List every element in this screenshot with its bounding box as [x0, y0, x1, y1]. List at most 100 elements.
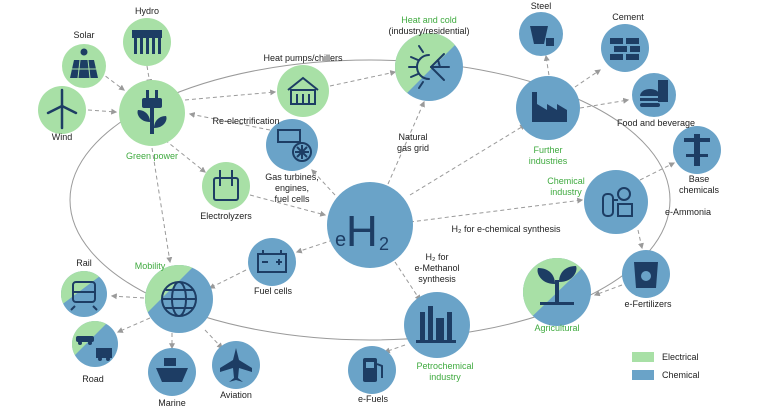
- heat-pump-node: [277, 65, 329, 117]
- legend-item-electrical: Electrical: [632, 348, 752, 366]
- label-agricultural: Agricultural: [534, 323, 579, 333]
- arrow-green-electrolyzer: [164, 139, 206, 173]
- arrow-eh2-gasturbine: [311, 169, 336, 196]
- electrolyzer-icon: [213, 170, 239, 201]
- label-efuels: e-Fuels: [358, 394, 389, 404]
- label-green-power: Green power: [126, 151, 178, 161]
- electrolyzers-node: [202, 162, 250, 210]
- road-node: [72, 321, 118, 367]
- hydro-node: [123, 18, 171, 66]
- arrow-further-steel: [543, 54, 551, 83]
- gas-turbines-node: [266, 119, 318, 171]
- label-natural-gas-2: gas grid: [397, 143, 429, 153]
- label-mobility: Mobility: [135, 261, 166, 271]
- bricks-icon: [610, 38, 640, 60]
- turbine-icon: [277, 129, 312, 162]
- efuels-node: [348, 346, 396, 394]
- label-electrolyzers: Electrolyzers: [200, 211, 252, 221]
- car-truck-icon: [76, 336, 112, 361]
- label-steel: Steel: [531, 1, 552, 11]
- food-node: [632, 73, 676, 117]
- legend: Electrical Chemical: [632, 348, 752, 388]
- eh2-e: e: [335, 229, 346, 251]
- arrow-solar-green: [99, 71, 125, 91]
- label-h2-meth-2: e-Methanol: [414, 263, 459, 273]
- legend-item-chemical: Chemical: [632, 366, 752, 384]
- burger-drink-icon: [640, 80, 668, 107]
- arrow-eh2-fuelcells: [295, 239, 334, 254]
- factory-icon: [532, 92, 567, 122]
- heat-cold-node: [395, 33, 463, 101]
- legend-swatch-chemical: [632, 370, 654, 380]
- fuel-cells-node: [248, 238, 296, 286]
- label-gas-turbines-1: Gas turbines,: [265, 172, 319, 182]
- battery-icon: [257, 250, 287, 273]
- arrow-further-food: [579, 97, 630, 109]
- chemical-plant-icon: [602, 187, 633, 217]
- arrow-electrolyzer-eh2: [249, 194, 327, 217]
- hydro-dam-icon: [132, 30, 162, 54]
- label-hydro: Hydro: [135, 6, 159, 16]
- arrow-chem-base: [639, 162, 676, 181]
- refinery-icon: [416, 306, 456, 343]
- label-rail: Rail: [76, 258, 92, 268]
- arrow-eh2-chemical: [409, 197, 584, 223]
- plug-leaf-icon: [137, 90, 167, 134]
- arrow-wind-green: [87, 108, 118, 115]
- value-chain-ellipse: [69, 59, 671, 341]
- steel-node: [519, 12, 563, 56]
- arrow-chem-fert: [637, 229, 644, 250]
- label-re-electrification: Re-electrification: [212, 116, 279, 126]
- label-cement: Cement: [612, 12, 644, 22]
- label-h2-meth-3: synthesis: [418, 274, 456, 284]
- legend-label-chemical: Chemical: [662, 370, 700, 380]
- label-heat-cold-2: (industry/residential): [388, 26, 469, 36]
- tower-icon: [684, 134, 710, 166]
- eh2-hub-node: e H 2: [327, 182, 413, 268]
- globe-icon: [161, 281, 197, 317]
- label-chem-ind-2: industry: [550, 187, 582, 197]
- arrow-further-cement: [574, 69, 601, 88]
- label-base-2: chemicals: [679, 185, 720, 195]
- eh2-subscript: 2: [379, 234, 389, 254]
- plant-sprout-icon: [537, 266, 577, 305]
- solar-panel-icon: [70, 48, 98, 79]
- label-marine: Marine: [158, 398, 186, 408]
- cement-node: [601, 24, 649, 72]
- sun-snowflake-icon: [408, 45, 450, 89]
- solar-node: [62, 44, 106, 88]
- label-aviation: Aviation: [220, 390, 252, 400]
- label-further-2: industries: [529, 156, 568, 166]
- label-natural-gas-1: Natural: [398, 132, 427, 142]
- label-e-ammonia: e-Ammonia: [665, 207, 711, 217]
- ship-icon: [156, 358, 188, 382]
- arrow-mobility-road: [116, 317, 151, 333]
- label-petro-1: Petrochemical: [416, 361, 473, 371]
- wind-turbine-icon: [46, 88, 78, 130]
- label-petro-2: industry: [429, 372, 461, 382]
- agricultural-node: [523, 258, 591, 326]
- fuel-pump-icon: [363, 358, 383, 382]
- base-chemicals-node: [673, 126, 721, 174]
- arrow-green-mobility: [151, 147, 173, 264]
- green-power-node: [119, 80, 185, 146]
- label-gas-turbines-3: fuel cells: [274, 194, 310, 204]
- label-road: Road: [82, 374, 104, 384]
- ladle-icon: [530, 26, 554, 46]
- train-icon: [70, 281, 98, 311]
- efertilizers-node: [622, 250, 670, 298]
- flow-arrows: [87, 54, 676, 354]
- label-heat-cold-1: Heat and cold: [401, 15, 457, 25]
- arrow-mobility-aviation: [204, 329, 223, 349]
- arrow-heatpump-heat: [329, 70, 397, 87]
- label-gas-turbines-2: engines,: [275, 183, 309, 193]
- label-fuel-cells: Fuel cells: [254, 286, 293, 296]
- aviation-node: [212, 341, 260, 389]
- arrow-fuelcells-mobility: [208, 269, 247, 289]
- chemical-industry-node: [584, 170, 648, 234]
- arrow-petro-efuels: [383, 344, 406, 354]
- arrow-eh2-heat: [387, 100, 425, 185]
- label-further-1: Further: [533, 145, 562, 155]
- arrow-eh2-petro: [394, 261, 421, 302]
- label-h2-echem: H₂ for e-chemical synthesis: [451, 224, 561, 234]
